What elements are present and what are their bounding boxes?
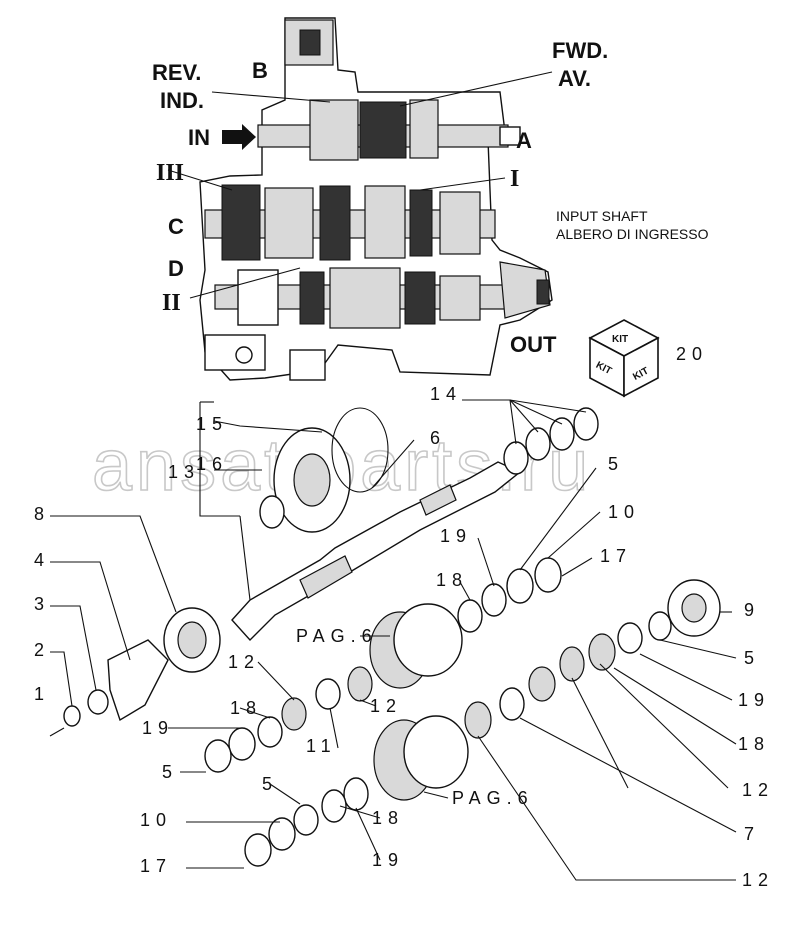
callout-14: 14 <box>430 384 462 404</box>
label-fwd-av-line2: AV. <box>558 66 591 91</box>
label-out: OUT <box>510 332 557 357</box>
callout-pag6-upper: PAG.6 <box>296 626 378 646</box>
callout-10-lower: 10 <box>140 810 172 830</box>
callout-pag6-lower: PAG.6 <box>452 788 534 808</box>
callout-15: 15 <box>196 414 228 434</box>
callout-4: 4 <box>34 550 50 570</box>
kit-number: 20 <box>676 344 708 364</box>
callout-16: 16 <box>196 454 228 474</box>
callout-1: 1 <box>34 684 50 704</box>
label-fwd-av-line1: FWD. <box>552 38 608 63</box>
callout-7: 7 <box>744 824 760 844</box>
callout-19-right: 19 <box>738 690 770 710</box>
callout-13: 13 <box>168 462 200 482</box>
label-ii: II <box>162 290 181 316</box>
label-in: IN <box>188 125 210 150</box>
callout-12-right: 12 <box>742 780 774 800</box>
label-iii: III <box>156 160 184 186</box>
callout-10-top: 10 <box>608 502 640 522</box>
label-d: D <box>168 256 184 281</box>
callout-5-lower: 5 <box>262 774 278 794</box>
callout-9: 9 <box>744 600 760 620</box>
callout-18-right: 18 <box>738 734 770 754</box>
callout-6: 6 <box>430 428 446 448</box>
callout-5-right: 5 <box>744 648 760 668</box>
caption-line1: INPUT SHAFT <box>556 208 648 224</box>
gearbox-section-view <box>199 17 553 381</box>
label-b: B <box>252 58 268 83</box>
label-rev-ind-line2: IND. <box>160 88 204 113</box>
callout-19-lower: 19 <box>372 850 404 870</box>
label-c: C <box>168 214 184 239</box>
callout-8: 8 <box>34 504 50 524</box>
callout-2: 2 <box>34 640 50 660</box>
callout-11: 11 <box>306 736 337 756</box>
callout-5-top: 5 <box>608 454 624 474</box>
callout-17-top: 17 <box>600 546 632 566</box>
callout-18-top: 18 <box>436 570 468 590</box>
callout-5-left: 5 <box>162 762 178 782</box>
callout-12-bottom: 12 <box>742 870 774 890</box>
in-arrow-icon <box>222 124 256 150</box>
callout-18-left: 18 <box>230 698 262 718</box>
label-rev-ind-line1: REV. <box>152 60 201 85</box>
kit-word-top: KIT <box>612 334 628 345</box>
caption-line2: ALBERO DI INGRESSO <box>556 226 709 242</box>
callout-19-top: 19 <box>440 526 472 546</box>
callout-12-left: 12 <box>228 652 260 672</box>
leader-lines <box>50 399 737 881</box>
callout-18-lower: 18 <box>372 808 404 828</box>
callout-19-left: 19 <box>142 718 174 738</box>
label-a: A <box>516 128 532 153</box>
callout-3: 3 <box>34 594 50 614</box>
kit-cube-icon <box>588 319 660 398</box>
callout-12-mid: 12 <box>370 696 402 716</box>
callout-17-lower: 17 <box>140 856 172 876</box>
label-i: I <box>510 166 519 192</box>
